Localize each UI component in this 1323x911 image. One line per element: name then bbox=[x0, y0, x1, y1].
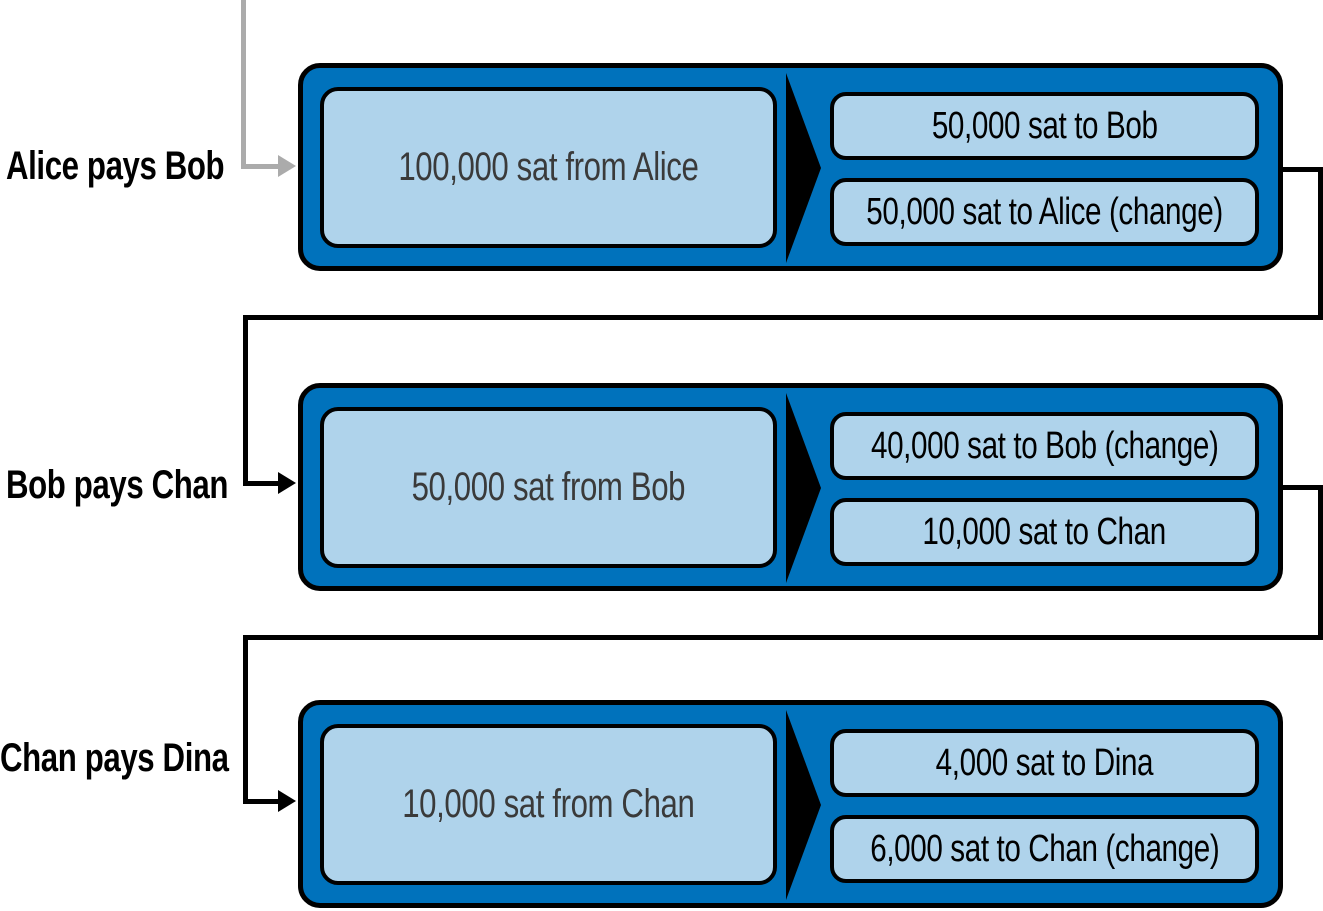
tx-output-text: 4,000 sat to Dina bbox=[935, 741, 1154, 784]
tx-arrow-right-icon bbox=[786, 393, 821, 583]
connector2-right-vertical bbox=[1318, 485, 1323, 639]
tx-output-box: 50,000 sat to Alice (change) bbox=[830, 178, 1259, 246]
connector1-left-vertical bbox=[243, 315, 248, 486]
tx-input-box: 10,000 sat from Chan bbox=[320, 724, 777, 885]
connector1-entry-stub bbox=[243, 481, 283, 486]
row-label-alice-pays-bob: Alice pays Bob bbox=[6, 144, 225, 188]
black-arrowhead-icon bbox=[278, 790, 296, 812]
tx-output-text: 50,000 sat to Alice (change) bbox=[866, 190, 1223, 233]
connector2-horizontal bbox=[243, 635, 1323, 640]
tx-input-text: 100,000 sat from Alice bbox=[398, 145, 699, 189]
incoming-arrow-vertical-line bbox=[241, 0, 246, 169]
transaction-box-bob-pays-chan: 50,000 sat from Bob 40,000 sat to Bob (c… bbox=[298, 383, 1283, 591]
tx-arrow-right-icon bbox=[786, 73, 821, 263]
tx-output-box: 40,000 sat to Bob (change) bbox=[830, 412, 1259, 480]
gray-arrowhead-icon bbox=[278, 155, 296, 177]
tx-output-box: 6,000 sat to Chan (change) bbox=[830, 815, 1259, 883]
connector2-exit-stub bbox=[1280, 485, 1323, 490]
tx-output-box: 10,000 sat to Chan bbox=[830, 498, 1259, 566]
connector1-horizontal bbox=[243, 315, 1323, 320]
connector2-left-vertical bbox=[243, 635, 248, 804]
tx-input-box: 100,000 sat from Alice bbox=[320, 87, 777, 248]
tx-input-box: 50,000 sat from Bob bbox=[320, 407, 777, 568]
tx-input-text: 10,000 sat from Chan bbox=[402, 782, 695, 826]
tx-output-text: 10,000 sat to Chan bbox=[922, 510, 1167, 553]
connector2-entry-stub bbox=[243, 799, 283, 804]
tx-output-box: 4,000 sat to Dina bbox=[830, 729, 1259, 797]
connector1-right-vertical bbox=[1318, 167, 1323, 320]
row-label-bob-pays-chan: Bob pays Chan bbox=[6, 463, 229, 507]
tx-output-text: 6,000 sat to Chan (change) bbox=[869, 827, 1220, 870]
black-arrowhead-icon bbox=[278, 472, 296, 494]
tx-output-text: 40,000 sat to Bob (change) bbox=[870, 424, 1219, 467]
transaction-box-alice-pays-bob: 100,000 sat from Alice 50,000 sat to Bob… bbox=[298, 63, 1283, 271]
connector1-exit-stub bbox=[1280, 167, 1323, 172]
tx-output-text: 50,000 sat to Bob bbox=[931, 104, 1158, 147]
tx-arrow-right-icon bbox=[786, 710, 821, 900]
tx-input-text: 50,000 sat from Bob bbox=[411, 465, 686, 509]
transaction-box-chan-pays-dina: 10,000 sat from Chan 4,000 sat to Dina 6… bbox=[298, 700, 1283, 908]
row-label-chan-pays-dina: Chan pays Dina bbox=[0, 736, 229, 780]
incoming-arrow-horizontal-line bbox=[241, 164, 281, 169]
tx-output-box: 50,000 sat to Bob bbox=[830, 92, 1259, 160]
